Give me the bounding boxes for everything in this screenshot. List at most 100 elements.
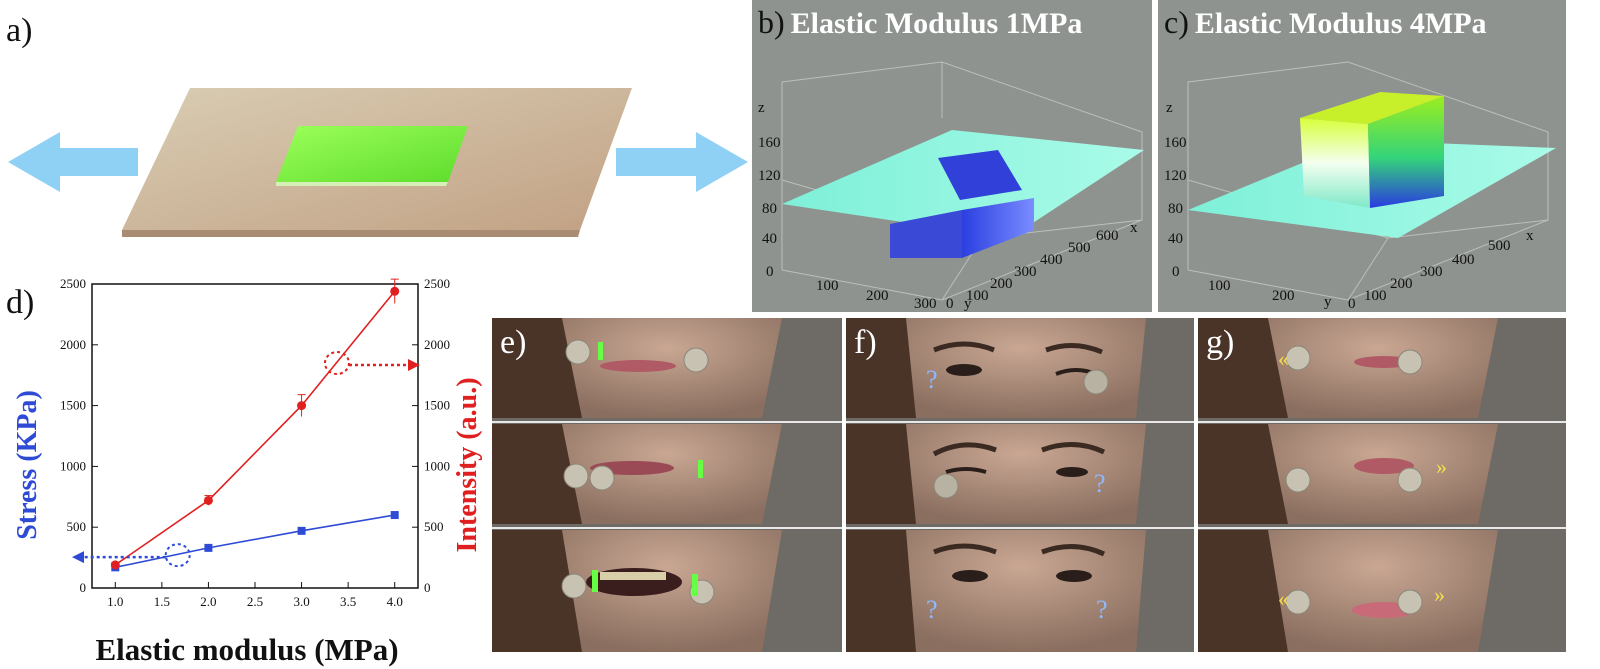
panel-b-label: b) <box>758 4 785 40</box>
y-right-tick-label: 0 <box>424 580 431 595</box>
intensity-axis-marker <box>323 351 350 376</box>
svg-text:«: « <box>1278 346 1289 371</box>
frame-bottom: ? ? <box>846 530 1146 652</box>
svg-text:«: « <box>1278 586 1289 611</box>
intensity-point <box>297 401 307 411</box>
c-origin: 0 <box>1348 296 1356 312</box>
b-x-tick: 600 <box>1096 228 1119 244</box>
x-tick-label: 3.0 <box>293 594 309 609</box>
x-tick-label: 2.5 <box>247 594 263 609</box>
b-z-tick: 80 <box>762 201 777 217</box>
c-z-tick: 120 <box>1164 168 1187 184</box>
stress-arrowhead <box>72 551 84 564</box>
plot-frame <box>91 283 419 589</box>
stretch-arrow-right <box>616 132 748 192</box>
frame-bottom <box>492 530 782 652</box>
luminescent-film <box>276 126 468 182</box>
panel-g-label: g) <box>1206 324 1235 361</box>
y-left-tick-label: 1000 <box>60 458 86 473</box>
y-left-tick-label: 500 <box>67 519 87 534</box>
b-y-tick: 200 <box>866 288 889 304</box>
panel-b-3d-plot: b)Elastic Modulus 1MPa z 160 120 80 <box>752 0 1152 312</box>
frame-middle <box>492 424 782 524</box>
y-right-tick-label: 1500 <box>424 398 450 413</box>
c-z-tick: 80 <box>1168 201 1183 217</box>
photo-panel-g: « » « » g) <box>1198 318 1566 652</box>
panel-d-label: d) <box>6 284 35 321</box>
c-z-tick: 40 <box>1168 231 1183 247</box>
panel-c-title: Elastic Modulus 4MPa <box>1194 7 1487 40</box>
b-y-tick: 100 <box>816 278 839 294</box>
x-tick-label: 2.0 <box>200 594 216 609</box>
b-x-tick: 100 <box>966 288 989 304</box>
b-z-tick: 120 <box>758 168 781 184</box>
y-left-tick-label: 0 <box>80 580 87 595</box>
x-tick-label: 1.0 <box>107 594 123 609</box>
svg-text:?: ? <box>1096 595 1108 624</box>
c-y-label: y <box>1324 294 1332 310</box>
y-right-tick-label: 2500 <box>424 276 450 291</box>
b-x-tick: 400 <box>1040 252 1063 268</box>
x-axis-label: Elastic modulus (MPa) <box>95 632 398 667</box>
c-x-tick: 400 <box>1452 252 1475 268</box>
b-x-tick: 200 <box>990 276 1013 292</box>
svg-text:»: » <box>1436 454 1447 479</box>
substrate-edge <box>122 230 580 237</box>
x-tick-label: 3.5 <box>340 594 356 609</box>
c-z-tick: 160 <box>1164 135 1187 151</box>
y-left-tick-label: 2500 <box>60 276 86 291</box>
strain-schematic <box>8 88 748 237</box>
intensity-point <box>390 286 400 296</box>
b-z-tick: 160 <box>758 135 781 151</box>
b-z-label: z <box>758 100 765 116</box>
intensity-arrowhead <box>408 359 420 372</box>
c-x-tick: 200 <box>1390 276 1413 292</box>
c-x-label: x <box>1526 228 1534 244</box>
raised-block-top <box>1300 92 1444 124</box>
stress-point <box>390 511 399 520</box>
svg-text:?: ? <box>1094 469 1106 498</box>
y-right-tick-label: 1000 <box>424 458 450 473</box>
frame-top: ? <box>846 318 1146 418</box>
y-axis-left-label: Stress (KPa) <box>12 390 43 540</box>
stress-point <box>204 543 213 552</box>
b-z-tick: 40 <box>762 231 777 247</box>
frame-bottom: « » <box>1198 530 1498 652</box>
stress-line <box>115 514 395 569</box>
b-x-tick: 500 <box>1068 240 1091 256</box>
frame-middle: » <box>1198 424 1498 524</box>
svg-text:?: ? <box>926 365 938 394</box>
b-z-tick: 0 <box>766 264 774 280</box>
panel-e-label: e) <box>500 324 527 361</box>
raised-block-side <box>1368 96 1444 208</box>
c-x-tick: 300 <box>1420 264 1443 280</box>
panel-a-label: a) <box>6 12 33 49</box>
b-y-tick: 300 <box>914 296 937 312</box>
y-left-tick-label: 1500 <box>60 398 86 413</box>
raised-block-front <box>1300 118 1370 208</box>
y-left-tick-label: 2000 <box>60 337 86 352</box>
intensity-point <box>203 495 213 505</box>
b-origin: 0 <box>946 296 954 312</box>
x-tick-label: 1.5 <box>154 594 170 609</box>
svg-text:»: » <box>1434 582 1445 607</box>
svg-text:?: ? <box>926 595 938 624</box>
y-axis-right-label: Intensity (a.u.) <box>452 377 483 552</box>
y-right-tick-label: 2000 <box>424 337 450 352</box>
panel-f-label: f) <box>854 324 877 361</box>
panel-b-title: Elastic Modulus 1MPa <box>790 7 1083 40</box>
stress-point <box>297 526 306 535</box>
c-x-tick: 100 <box>1364 288 1387 304</box>
y-right-tick-label: 500 <box>424 519 444 534</box>
intensity-point <box>110 560 120 570</box>
b-x-tick: 300 <box>1014 264 1037 280</box>
photo-panel-f: ? ? ? ? f) <box>846 318 1194 652</box>
b-y-label: y <box>964 296 972 312</box>
frame-top: « <box>1198 318 1498 418</box>
photo-panel-e: e) <box>492 318 842 652</box>
c-z-label: z <box>1166 100 1173 116</box>
c-z-tick: 0 <box>1172 264 1180 280</box>
panel-c-label: c) <box>1164 4 1189 40</box>
intensity-line <box>114 290 396 566</box>
